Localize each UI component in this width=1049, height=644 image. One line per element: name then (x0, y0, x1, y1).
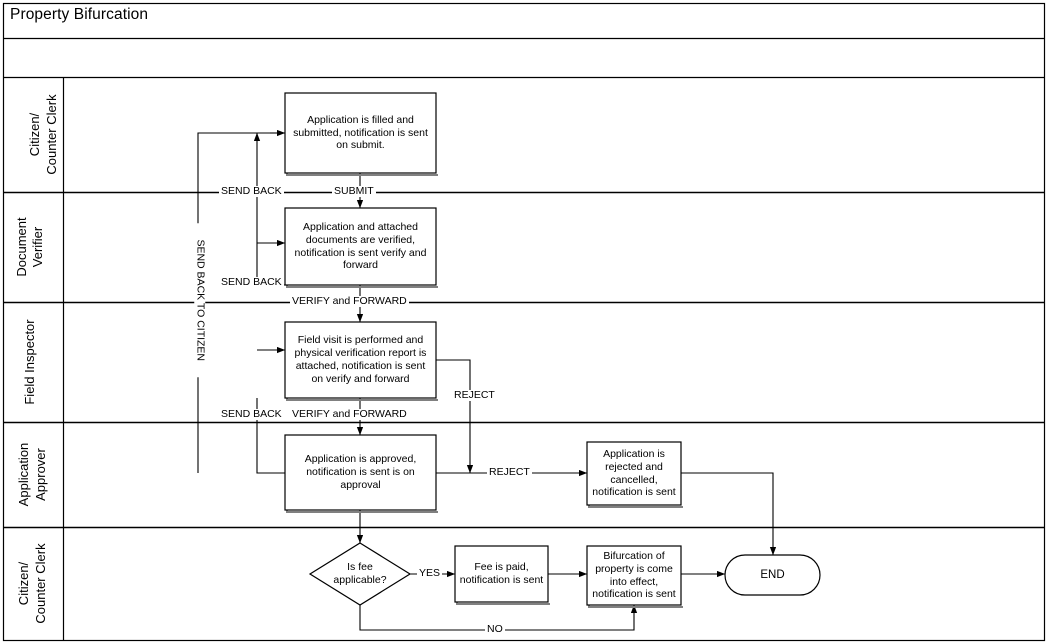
edge-label-send-back-to-citizen: SEND BACK TO CITIZEN (194, 223, 206, 378)
lane-label-citizen-top: Citizen/ Counter Clerk (27, 94, 59, 175)
node-application-approved-shape (284, 434, 437, 511)
lane-label-application-approver: Application Approver (16, 442, 48, 507)
edge-label-verify-forward-1: VERIFY and FORWARD (290, 295, 409, 307)
diagram-title: Property Bifurcation (10, 6, 149, 23)
edge-label-send-back-1: SEND BACK (219, 185, 284, 197)
node-is-fee-applicable-shape (308, 542, 412, 606)
node-fee-paid-shape (454, 545, 549, 603)
edge-label-no: NO (485, 623, 505, 635)
node-documents-verified-shape (284, 207, 437, 286)
lane-label-field-inspector: Field Inspector (21, 319, 37, 405)
lane-label-citizen-bottom: Citizen/ Counter Clerk (16, 543, 48, 624)
edge-reject-vertical (436, 359, 474, 474)
edge-label-send-back-3: SEND BACK (219, 408, 284, 420)
edge-label-submit: SUBMIT (332, 185, 376, 197)
node-application-rejected-shape (586, 441, 682, 506)
lane-label-document-verifier: Document Verifier (13, 217, 45, 277)
edge-rejected-to-end (681, 472, 777, 556)
edge-label-verify-forward-2: VERIFY and FORWARD (290, 408, 409, 420)
node-application-filled-shape (284, 92, 437, 174)
node-bifurcation-effect-shape (586, 545, 682, 606)
edge-label-yes: YES (417, 567, 443, 579)
node-field-visit-shape (284, 321, 437, 399)
edge-label-reject-vertical: REJECT (452, 389, 497, 401)
edge-label-send-back-2: SEND BACK (219, 276, 284, 288)
shapes (284, 92, 821, 608)
edge-label-reject-horizontal: REJECT (487, 466, 532, 478)
node-end-shape (724, 554, 821, 596)
